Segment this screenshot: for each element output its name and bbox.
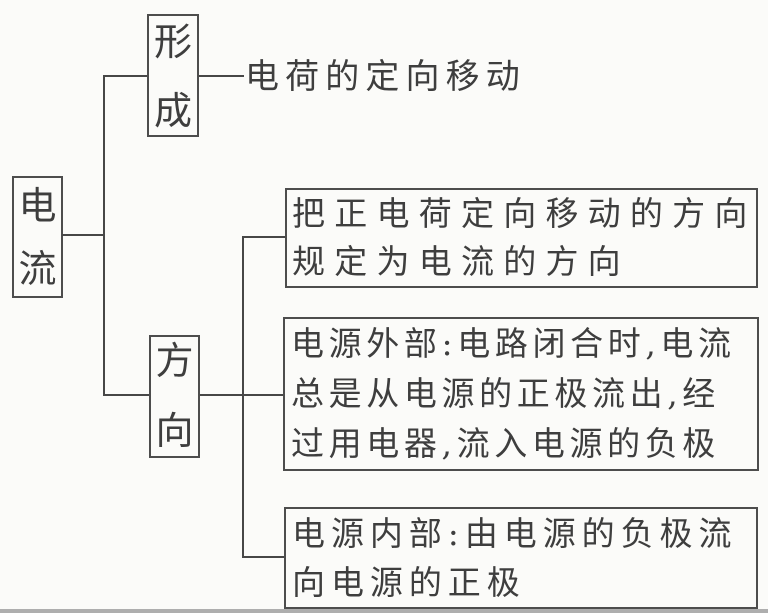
connector-root-horizontal bbox=[62, 234, 103, 236]
connector-formation-to-leaf bbox=[199, 75, 244, 77]
node-direction: 方 向 bbox=[149, 335, 200, 458]
leaf-external-line: 过用电器,流入电源的负极 bbox=[291, 424, 720, 463]
connector-branch-to-leaf-top bbox=[244, 236, 285, 238]
leaf-external-line: 总是从电源的正极流出,经 bbox=[291, 374, 720, 413]
connector-branch-to-leaf-bottom bbox=[244, 556, 284, 558]
leaf-current-direction-definition: 把正电荷定向移动的方向 规定为电流的方向 bbox=[285, 188, 758, 288]
node-formation-char: 形 bbox=[153, 20, 192, 64]
node-formation: 形 成 bbox=[147, 14, 199, 137]
leaf-internal-line: 电源内部:由电源的负极流 bbox=[292, 514, 738, 553]
connector-direction-to-branch bbox=[200, 394, 283, 396]
connector-trunk-vertical bbox=[103, 75, 105, 396]
connector-to-formation bbox=[105, 75, 147, 77]
node-current-char: 流 bbox=[18, 247, 57, 291]
connector-to-direction bbox=[105, 394, 149, 396]
node-direction-char: 方 bbox=[155, 339, 194, 383]
leaf-internal-line: 向电源的正极 bbox=[292, 563, 526, 602]
formation-leaf-text: 电荷的定向移动 bbox=[245, 57, 526, 97]
node-current: 电 流 bbox=[12, 176, 63, 298]
scan-edge-artifact bbox=[0, 609, 768, 613]
leaf-external-circuit: 电源外部:电路闭合时,电流 总是从电源的正极流出,经 过用电器,流入电源的负极 bbox=[283, 317, 759, 471]
node-formation-char: 成 bbox=[153, 89, 192, 133]
leaf-definition-line: 把正电荷定向移动的方向 bbox=[292, 194, 757, 233]
leaf-definition-line: 规定为电流的方向 bbox=[292, 242, 630, 281]
leaf-external-line: 电源外部:电路闭合时,电流 bbox=[291, 324, 736, 363]
leaf-internal-circuit: 电源内部:由电源的负极流 向电源的正极 bbox=[284, 507, 758, 609]
node-current-char: 电 bbox=[18, 184, 57, 228]
connector-branch-vertical bbox=[242, 236, 244, 558]
node-direction-char: 向 bbox=[155, 409, 194, 453]
